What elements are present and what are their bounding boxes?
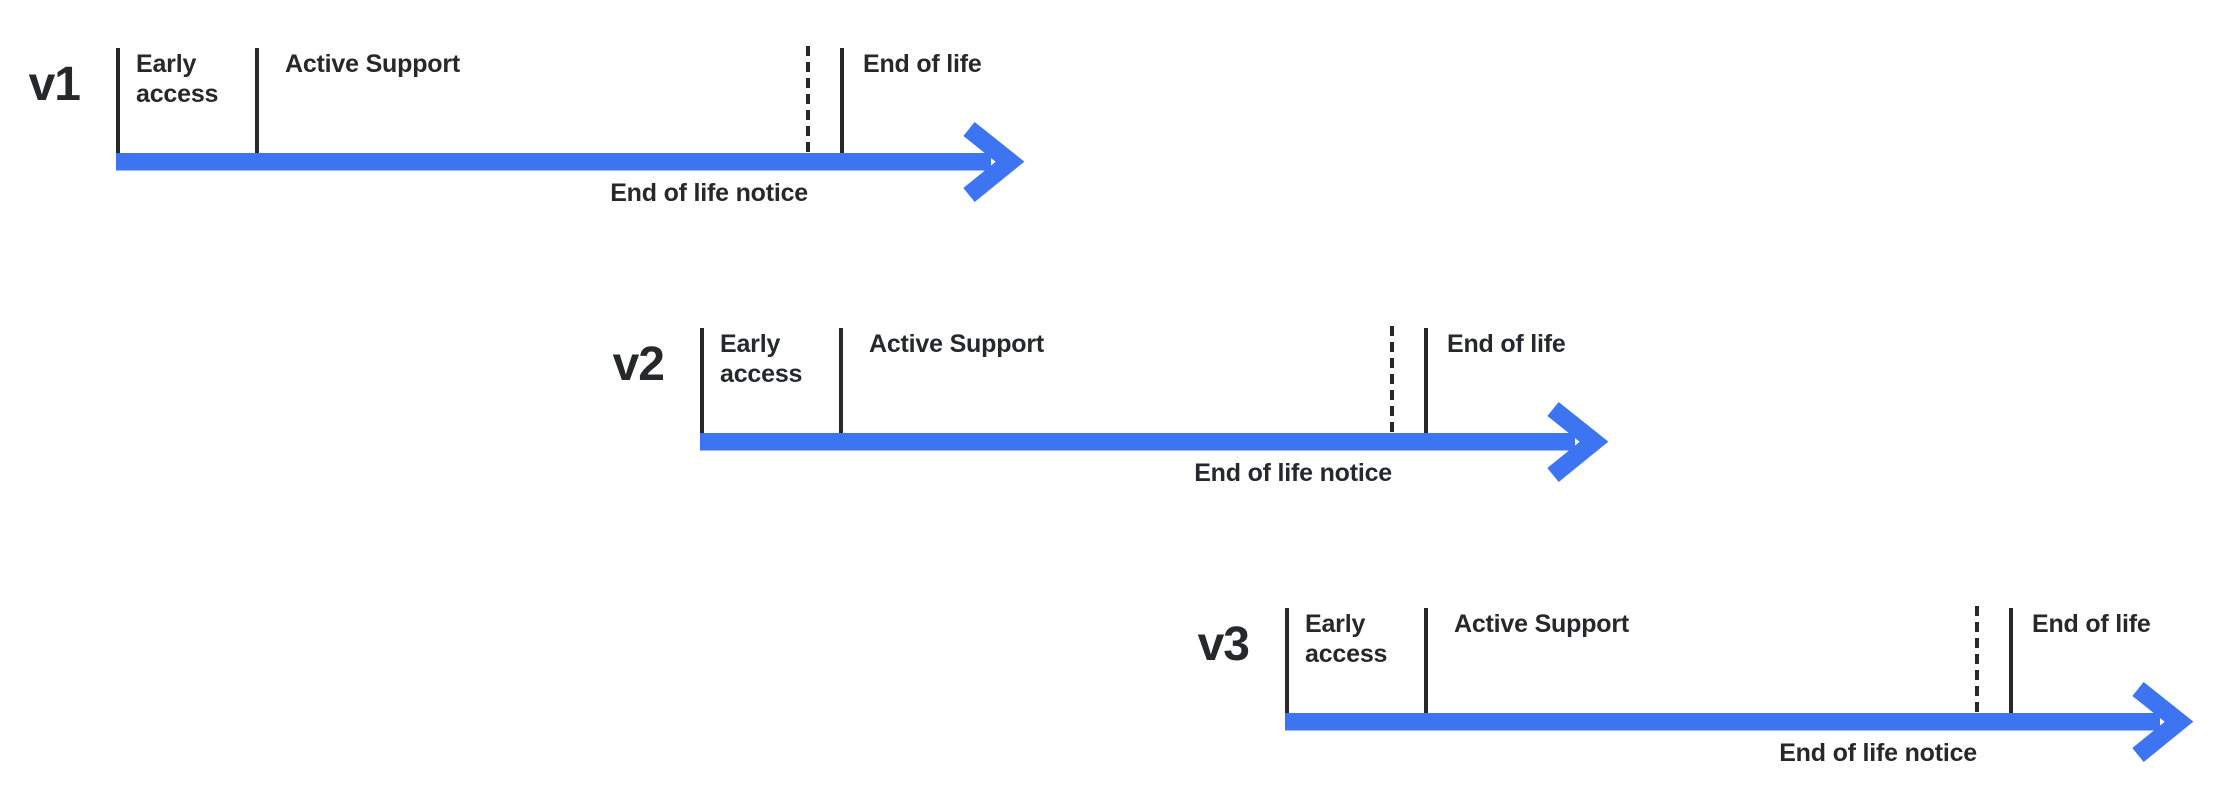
version-label: v3 <box>1197 618 1250 671</box>
end-of-life-notice-label: End of life notice <box>1194 459 1392 487</box>
end-of-life-label: End of life <box>1447 330 1566 358</box>
timeline-row-v1: v1 Early access Active Support End of li… <box>29 46 1048 223</box>
timeline-arrow <box>1285 606 2194 762</box>
timeline-arrow <box>700 326 1609 482</box>
end-of-life-notice-label: End of life notice <box>1779 739 1977 767</box>
early-access-label: Early access <box>1305 610 1388 668</box>
timeline-bar <box>700 433 1575 451</box>
timeline-row-v2: v2 Early access Active Support End of li… <box>613 326 1632 503</box>
end-of-life-label: End of life <box>2032 610 2151 638</box>
end-of-life-notice-label: End of life notice <box>610 179 808 207</box>
early-access-label: Early access <box>720 330 803 388</box>
early-access-label: Early access <box>136 50 219 108</box>
arrowhead-icon <box>1547 401 1609 482</box>
arrowhead-icon <box>963 121 1025 202</box>
end-of-life-label: End of life <box>863 50 982 78</box>
active-support-label: Active Support <box>285 50 460 78</box>
timeline-arrow <box>116 46 1025 202</box>
version-label: v2 <box>612 338 665 391</box>
active-support-label: Active Support <box>869 330 1044 358</box>
timeline-bar <box>1285 713 2160 731</box>
arrowhead-icon <box>2132 681 2194 762</box>
timeline-bar <box>116 153 991 171</box>
version-label: v1 <box>28 58 81 111</box>
active-support-label: Active Support <box>1454 610 1629 638</box>
timeline-row-v3: v3 Early access Active Support End of li… <box>1198 606 2217 783</box>
